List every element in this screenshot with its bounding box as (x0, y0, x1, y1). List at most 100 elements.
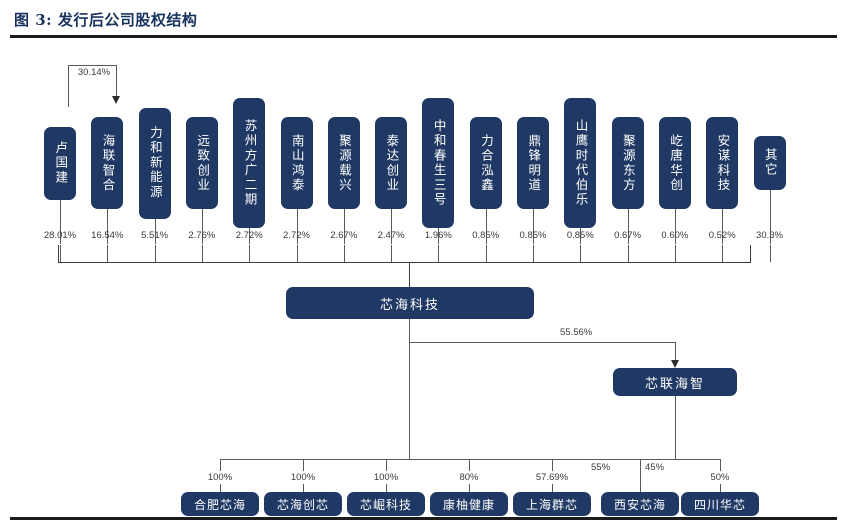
shareholder-box[interactable]: 聚源载兴 (327, 117, 360, 209)
subsidiary-pct-label: 100% (207, 472, 233, 483)
footer-rule (10, 517, 837, 520)
shareholder-box[interactable]: 泰达创业 (375, 117, 408, 209)
shareholder-name-label: 鼎锋明道 (526, 133, 542, 193)
shareholder-box[interactable]: 南山鸿泰 (280, 117, 313, 209)
shareholder-stem-upper (722, 209, 724, 244)
parent-company-box[interactable]: 芯海科技 (286, 287, 534, 319)
subsidiary-pct-label: 80% (459, 472, 479, 483)
shareholder-stem-lower (722, 245, 724, 262)
shareholder-pct-label: 0.67% (614, 230, 642, 241)
shareholder-pct-label: 0.60% (661, 230, 689, 241)
crossholding-pct-label: 30.14% (77, 67, 111, 78)
shareholder-stem-upper (296, 209, 298, 244)
subsidiary-pct-label: 57.69% (535, 472, 569, 483)
shareholder-stem-upper (580, 228, 582, 244)
parent-company-label: 芯海科技 (379, 297, 440, 313)
shareholder-name-label: 力和新能源 (147, 126, 163, 200)
shareholder-stem-lower (154, 245, 156, 262)
shareholder-box[interactable]: 力合泓鑫 (469, 117, 502, 209)
shareholder-box[interactable]: 屹唐华创 (658, 117, 691, 209)
intermediate-branch-line (409, 342, 675, 343)
subsidiary-riser (552, 459, 553, 471)
subsidiary-pct-label: 100% (290, 472, 316, 483)
parent-trunk (409, 319, 410, 459)
shareholder-box[interactable]: 远致创业 (185, 117, 218, 209)
subsidiary-box[interactable]: 合肥芯海 (181, 492, 259, 516)
subsidiary-name-label: 芯海创芯 (276, 497, 329, 512)
subsidiary-stem (640, 459, 641, 492)
shareholder-name-label: 屹唐华创 (668, 133, 684, 193)
shareholder-stem-upper (438, 228, 440, 244)
shareholder-stem-upper (769, 190, 771, 244)
subsidiary-riser (386, 459, 387, 471)
shareholder-stem-upper (154, 218, 156, 244)
shareholder-pct-label: 0.85% (472, 230, 500, 241)
shareholder-stem-lower (580, 245, 582, 262)
subsidiary-box[interactable]: 西安芯海 (601, 492, 679, 516)
shareholder-pct-label: 30.3% (756, 230, 783, 241)
equity-structure-diagram: 30.14% 卢国建海联智合 力和新能源 远致创业苏州方广二期 南山鸿泰 聚源载兴 泰达创… (0, 40, 847, 517)
subsidiary-stem (469, 484, 470, 492)
shareholder-pct-label: 1.96% (424, 230, 452, 241)
shareholder-stem-upper (249, 228, 251, 244)
subsidiary-riser (303, 459, 304, 471)
shareholder-pct-label: 2.47% (377, 230, 405, 241)
subsidiary-box[interactable]: 四川华芯 (681, 492, 759, 516)
shareholder-pct-label: 0.52% (708, 230, 736, 241)
shareholder-pct-label: 28.01% (43, 230, 77, 241)
shareholder-name-label: 南山鸿泰 (289, 133, 305, 193)
subsidiary-name-label: 西安芯海 (613, 497, 666, 512)
crossholding-arrowhead (111, 96, 120, 104)
figure-header: 图 3: 发行后公司股权结构 (0, 0, 847, 42)
shareholder-stem-upper (391, 209, 393, 244)
shareholder-stem-lower (201, 245, 203, 262)
busbar-right-end (750, 245, 751, 263)
subsidiary-box[interactable]: 康柚健康 (430, 492, 508, 516)
shareholder-box[interactable]: 卢国建 (44, 126, 76, 200)
shareholder-pct-label: 0.85% (519, 230, 547, 241)
shareholder-stem-lower (107, 245, 109, 262)
shareholder-box[interactable]: 山鹰时代伯乐 (564, 98, 597, 228)
subsidiary-riser (220, 459, 221, 471)
shareholder-stem-upper (533, 209, 534, 244)
shareholder-stem-lower (60, 245, 61, 262)
subsidiary-name-label: 康柚健康 (442, 497, 495, 512)
subsidiary-box[interactable]: 上海群芯 (513, 492, 591, 516)
subsidiary-stem (386, 484, 387, 492)
xian-xinhai-intermediate-pct-label: 45% (645, 462, 665, 473)
shareholder-box[interactable]: 聚源东方 (611, 117, 644, 209)
subsidiary-stem (303, 484, 304, 492)
shareholder-stem-lower (343, 245, 345, 262)
shareholder-box[interactable]: 鼎锋明道 (517, 117, 549, 209)
shareholder-pct-label: 0.85% (566, 230, 594, 241)
subsidiary-stem (220, 484, 221, 492)
subsidiary-name-label: 合肥芯海 (193, 497, 246, 512)
shareholder-box[interactable]: 中和春生三号 (422, 98, 455, 228)
shareholder-box[interactable]: 苏州方广二期 (233, 98, 266, 228)
subsidiary-stem (552, 484, 553, 492)
subsidiary-pct-label: 50% (710, 472, 730, 483)
subsidiary-box[interactable]: 芯海创芯 (264, 492, 342, 516)
shareholder-name-label: 力合泓鑫 (478, 133, 494, 193)
page-title: 图 3: 发行后公司股权结构 (14, 11, 198, 29)
shareholder-pct-label: 2.72% (283, 230, 310, 241)
shareholder-box[interactable]: 安谋科技 (706, 117, 739, 209)
shareholder-stem-lower (485, 245, 487, 262)
shareholder-stem-lower (533, 245, 534, 262)
shareholder-box[interactable]: 海联智合 (91, 117, 124, 209)
shareholder-box[interactable]: 其它 (753, 136, 786, 190)
intermediate-arrowhead (670, 360, 679, 368)
intermediate-company-box[interactable]: 芯联海智 (613, 368, 737, 396)
shareholder-stem-upper (60, 199, 61, 244)
shareholder-name-label: 其它 (762, 148, 778, 178)
shareholder-name-label: 聚源载兴 (337, 133, 353, 193)
shareholder-stem-upper (674, 209, 676, 244)
shareholder-name-label: 安谋科技 (715, 133, 731, 193)
shareholder-busbar (58, 262, 750, 263)
intermediate-pct-label: 55.56% (560, 327, 593, 338)
xian-xinhai-parent-pct-label: 55% (591, 462, 611, 473)
shareholder-box[interactable]: 力和新能源 (138, 107, 171, 219)
shareholder-stem-upper (485, 209, 487, 244)
subsidiary-box[interactable]: 芯崛科技 (347, 492, 425, 516)
